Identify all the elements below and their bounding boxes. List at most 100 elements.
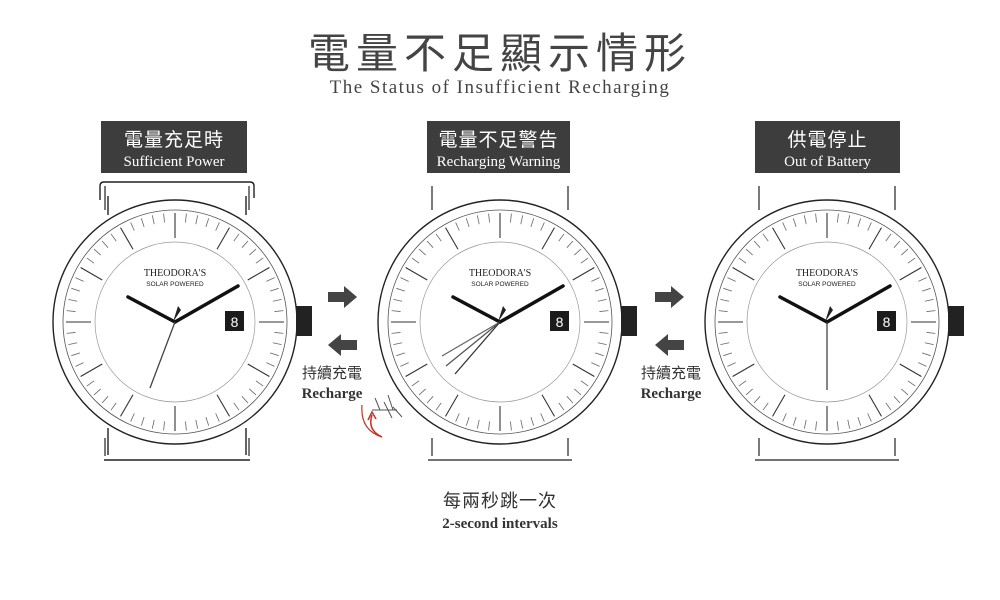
minute-tick [745, 248, 753, 256]
minute-tick [738, 257, 747, 264]
recharge-zh: 持續充電 [640, 364, 701, 382]
minute-tick [867, 413, 872, 422]
date-value: 8 [231, 314, 239, 330]
minute-tick [476, 215, 480, 225]
minute-tick [476, 419, 480, 429]
minute-tick [723, 352, 733, 357]
minute-tick [924, 298, 934, 302]
hour-tick [572, 363, 595, 377]
watch-sufficient: THEODORA'S SOLAR POWERED 8 [52, 181, 312, 461]
minute-tick [455, 222, 460, 231]
date-window [225, 311, 244, 331]
minute-tick [101, 240, 109, 248]
minute-tick [400, 362, 409, 367]
status-label-sufficient: 電量充足時 Sufficient Power [101, 121, 247, 173]
minute-tick [110, 402, 117, 411]
minute-tick [738, 380, 747, 387]
minute-tick [594, 287, 604, 292]
minute-tick [393, 298, 403, 302]
minute-tick [574, 248, 582, 256]
interval-caption: 每兩秒跳一次 2-second intervals [0, 487, 1000, 533]
hour-tick [80, 267, 103, 281]
minute-tick [803, 215, 807, 225]
status-label-en: Sufficient Power [123, 154, 225, 170]
minute-tick [110, 233, 117, 242]
minute-tick [926, 332, 936, 334]
hour-tick [868, 394, 882, 417]
minute-tick [907, 257, 916, 264]
minute-tick [68, 342, 78, 346]
hour-tick [732, 267, 755, 281]
minute-tick [558, 402, 565, 411]
status-label-zh: 電量充足時 [123, 129, 224, 151]
minute-tick [510, 213, 512, 223]
minute-tick [391, 310, 401, 312]
interval-zh: 每兩秒跳一次 [443, 491, 557, 512]
hour-tick [80, 363, 103, 377]
status-label-en: Recharging Warning [436, 154, 561, 170]
brand-sub: SOLAR POWERED [471, 281, 529, 288]
hour-tick [772, 394, 786, 417]
minute-tick [792, 416, 797, 426]
minute-tick [426, 396, 434, 404]
dial-ticks [66, 213, 284, 431]
minute-tick [558, 233, 565, 242]
date-window [877, 311, 896, 331]
minute-tick [93, 248, 101, 256]
minute-tick [857, 218, 862, 228]
minute-tick [727, 277, 736, 282]
status-label-warning: 電量不足警告 Recharging Warning [427, 121, 570, 173]
minute-tick [753, 396, 761, 404]
minute-tick [140, 416, 145, 426]
minute-tick [792, 218, 797, 228]
minute-tick [815, 421, 817, 431]
minute-tick [921, 287, 931, 292]
minute-tick [591, 277, 600, 282]
minute-tick [195, 215, 199, 225]
minute-tick [745, 388, 753, 396]
hour-hand [126, 295, 177, 324]
interval-en: 2-second intervals [442, 516, 558, 532]
hour-tick [247, 363, 270, 377]
minute-hand [173, 284, 240, 324]
minute-tick [151, 419, 155, 429]
minute-tick [393, 342, 403, 346]
minute-tick [396, 287, 406, 292]
hour-tick [445, 227, 459, 250]
date-value: 8 [883, 314, 891, 330]
minute-tick [465, 416, 470, 426]
minute-tick [465, 218, 470, 228]
arrow-left-icon [328, 334, 357, 356]
hour-tick [405, 267, 428, 281]
hour-hand [451, 295, 502, 324]
minute-tick [530, 416, 535, 426]
minute-tick [782, 222, 787, 231]
crown [948, 306, 964, 336]
minute-tick [86, 257, 95, 264]
minute-tick [901, 388, 909, 396]
status-label-en: Out of Battery [784, 154, 871, 170]
minute-tick [185, 421, 187, 431]
hour-tick [732, 363, 755, 377]
minute-tick [723, 287, 733, 292]
minute-tick [597, 342, 607, 346]
minute-tick [255, 380, 264, 387]
minute-tick [411, 380, 420, 387]
minute-tick [195, 419, 199, 429]
minute-tick [185, 213, 187, 223]
minute-tick [233, 402, 240, 411]
minute-tick [249, 388, 257, 396]
minute-tick [599, 310, 609, 312]
minute-tick [580, 257, 589, 264]
minute-tick [901, 248, 909, 256]
minute-tick [837, 421, 839, 431]
minute-hand [825, 284, 892, 324]
hour-tick [541, 394, 555, 417]
arrow-right-icon [655, 286, 684, 308]
minute-tick [400, 277, 409, 282]
minute-tick [274, 310, 284, 312]
minute-tick [591, 362, 600, 367]
minute-tick [151, 215, 155, 225]
hour-tick [541, 227, 555, 250]
dial-ticks [718, 213, 936, 431]
